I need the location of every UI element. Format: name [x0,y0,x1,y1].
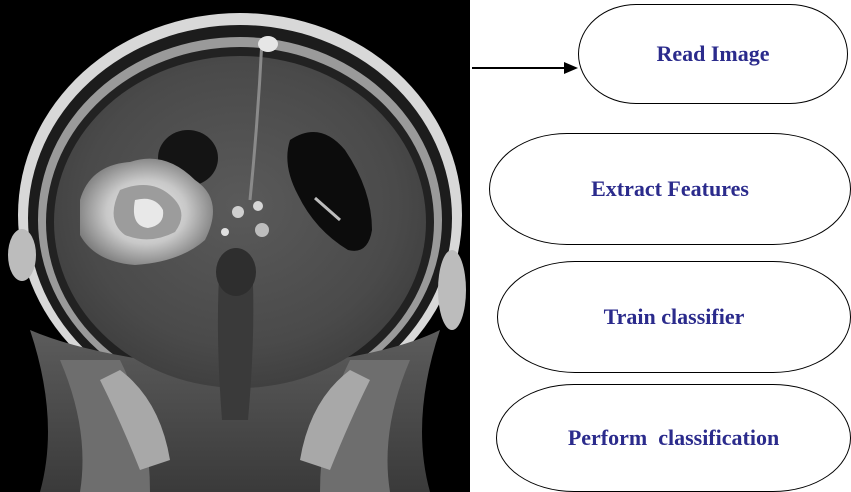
step-read-image-label: Read Image [656,41,769,67]
step-perform-classification: Perform classification [496,384,851,492]
mri-brain-image [0,0,470,492]
step-train-classifier: Train classifier [497,261,851,373]
step-extract-features-label: Extract Features [591,176,749,202]
step-perform-classification-label: Perform classification [568,425,779,451]
flow-arrow [470,40,590,100]
step-read-image: Read Image [578,4,848,104]
step-train-classifier-label: Train classifier [604,304,745,330]
step-extract-features: Extract Features [489,133,851,245]
